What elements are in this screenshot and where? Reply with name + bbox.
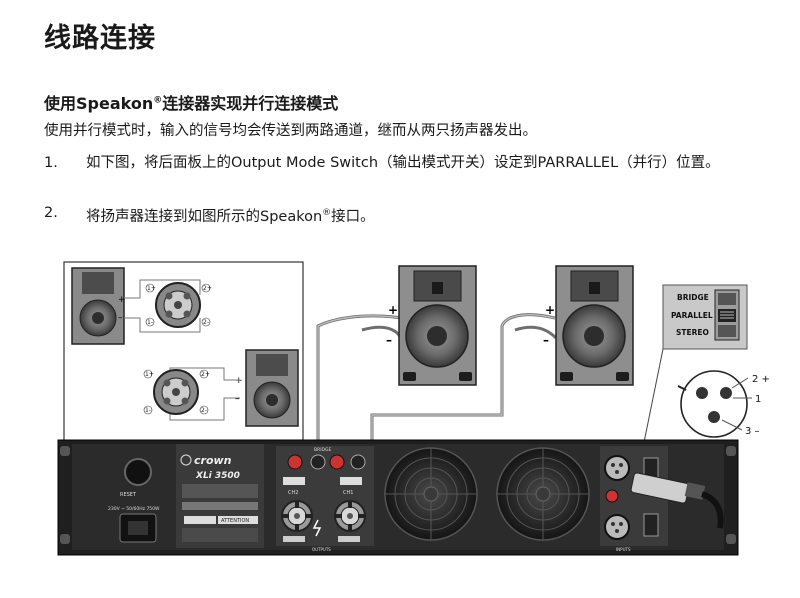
section-subtitle: 使用Speakon®连接器实现并行连接模式 <box>44 94 339 113</box>
bridge-label: BRIDGE <box>314 447 331 453</box>
output-mode-switch-detail: BRIDGE PARALLEL STEREO <box>639 284 748 463</box>
input-jack <box>605 489 619 503</box>
pin-label: 1+ <box>147 285 156 292</box>
inset-plus-2: + <box>235 376 243 386</box>
xlr-pinout-diagram: 2 + 1 3 – <box>677 370 770 438</box>
speakon-output-ch2 <box>281 500 313 532</box>
speakon-output-ch1 <box>334 500 366 532</box>
speakon-connector-diagram-bottom <box>153 369 199 415</box>
reset-button <box>124 458 152 486</box>
ch2-label: CH2 <box>288 490 298 496</box>
inset-plus: + <box>118 295 126 305</box>
pin-label: 2+ <box>201 371 210 378</box>
inset-speaker-top <box>71 267 125 345</box>
speakon-connector-diagram-top <box>155 282 201 328</box>
intro-text: 使用并行模式时，输入的信号均会传送到两路通道，继而从两只扬声器发出。 <box>44 123 537 139</box>
attention-label: ATTENTION <box>221 518 249 524</box>
xlr-input-ch2 <box>604 455 630 481</box>
amplifier-rear-panel: RESET 230V ~ 50/60Hz 750W crown XLi 3500… <box>57 439 739 556</box>
step-number: 2. <box>44 205 58 221</box>
inset-minus: – <box>118 313 123 323</box>
pin-label: 1+ <box>145 371 154 378</box>
inset-minus-2: – <box>235 394 240 404</box>
xlr-pin-1: 1 <box>755 394 761 405</box>
pin-label: 1- <box>145 407 151 414</box>
ch1-label: CH1 <box>343 490 353 496</box>
pin-label: 2+ <box>203 285 212 292</box>
inset-speaker-bottom <box>245 349 299 427</box>
pin-label: 1- <box>147 319 153 326</box>
cooling-fan-left <box>384 447 478 541</box>
model-name: XLi 3500 <box>195 471 240 481</box>
xlr-input-ch1 <box>604 514 630 540</box>
outputs-label: OUTPUTS <box>312 547 331 552</box>
power-rating: 230V ~ 50/60Hz 750W <box>108 506 160 512</box>
pin-label: 2- <box>201 407 207 414</box>
binding-posts <box>287 454 366 470</box>
brand-logo: crown <box>194 454 232 467</box>
inputs-label: INPUTS <box>616 547 631 552</box>
speaker-right-minus: – <box>543 333 549 347</box>
step-number: 1. <box>44 155 58 171</box>
xlr-pin-3: 3 – <box>745 426 760 437</box>
cooling-fan-right <box>496 447 590 541</box>
speaker-left-minus: – <box>386 333 392 347</box>
mode-option-stereo: STEREO <box>676 328 709 337</box>
speaker-left: + – <box>386 265 477 386</box>
pin-label: 2- <box>203 319 209 326</box>
speaker-left-plus: + <box>388 303 398 317</box>
step-text: 将扬声器连接到如图所示的Speakon®接口。 <box>86 208 375 225</box>
mode-option-bridge: BRIDGE <box>677 293 709 302</box>
speaker-right: + – <box>543 265 634 386</box>
page-title: 线路连接 <box>44 23 156 54</box>
xlr-plug <box>630 472 724 529</box>
speaker-right-plus: + <box>545 303 555 317</box>
mode-option-parallel: PARALLEL <box>671 311 713 320</box>
reset-label: RESET <box>120 492 137 498</box>
step-text: 如下图，将后面板上的Output Mode Switch（输出模式开关）设定到P… <box>86 155 720 171</box>
speakon-wiring-inset: + – + – 1+ 2+ 1- 2- <box>63 261 304 446</box>
xlr-pin-2: 2 + <box>752 374 770 385</box>
